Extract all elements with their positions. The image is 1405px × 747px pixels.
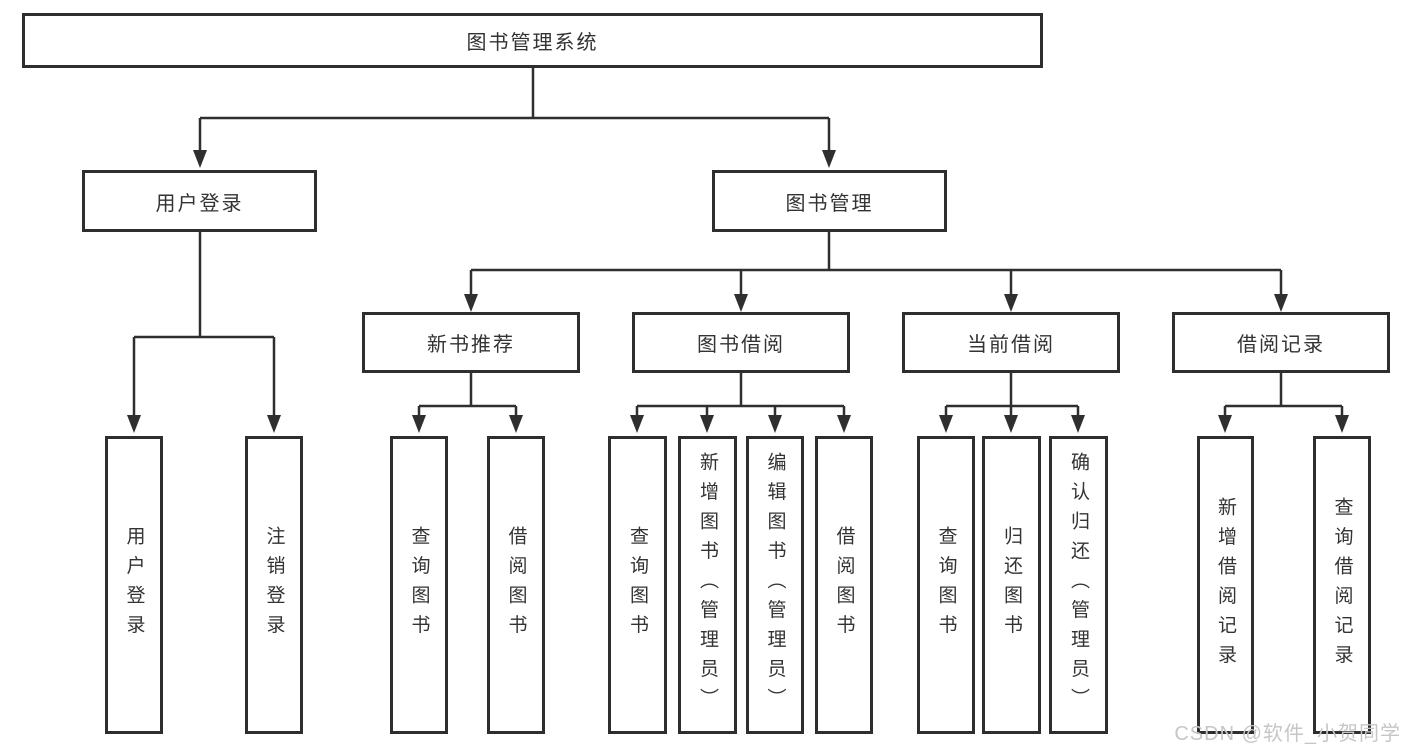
node-new-book-recommend: 新书推荐 — [362, 312, 580, 373]
node-book-borrow: 图书借阅 — [632, 312, 850, 373]
leaf-borrow-add-books: 新增图书（管理员） — [678, 436, 737, 734]
leaf-label: 借阅图书 — [505, 526, 527, 644]
leaf-current-return-books: 归还图书 — [982, 436, 1041, 734]
leaf-label: 查询图书 — [627, 526, 648, 644]
leaf-records-add-record: 新增借阅记录 — [1197, 436, 1254, 734]
node-label: 借阅记录 — [1237, 334, 1325, 356]
leaf-logout: 注销登录 — [245, 436, 303, 734]
node-label: 图书管理系统 — [466, 32, 599, 54]
leaf-label: 编辑图书（管理员） — [764, 452, 786, 718]
connector-lines — [132, 68, 1344, 417]
node-borrow-records: 借阅记录 — [1172, 312, 1390, 373]
leaf-records-query-record: 查询借阅记录 — [1313, 436, 1371, 734]
leaf-label: 新增借阅记录 — [1215, 496, 1236, 674]
node-current-borrow: 当前借阅 — [902, 312, 1120, 373]
node-book-management: 图书管理 — [712, 170, 947, 232]
leaf-label: 用户登录 — [123, 526, 145, 644]
node-label: 图书借阅 — [697, 334, 785, 356]
leaf-label: 确认归还（管理员） — [1068, 452, 1089, 718]
leaf-label: 查询图书 — [408, 526, 430, 644]
leaf-borrow-edit-books: 编辑图书（管理员） — [746, 436, 804, 734]
leaf-label: 注销登录 — [263, 526, 285, 644]
csdn-watermark: CSDN @软件_小贺同学 — [1174, 723, 1401, 745]
leaf-newbooks-borrow-books: 借阅图书 — [487, 436, 545, 734]
leaf-label: 查询图书 — [935, 526, 957, 644]
leaf-label: 新增图书（管理员） — [697, 452, 718, 718]
node-label: 当前借阅 — [967, 334, 1055, 356]
arrowhead-icons — [127, 150, 1349, 433]
leaf-current-confirm-return: 确认归还（管理员） — [1049, 436, 1108, 734]
leaf-borrow-borrow-books: 借阅图书 — [815, 436, 873, 734]
node-label: 新书推荐 — [427, 334, 515, 356]
leaf-current-query-books: 查询图书 — [917, 436, 975, 734]
leaf-user-login: 用户登录 — [105, 436, 163, 734]
leaf-label: 归还图书 — [1001, 526, 1022, 644]
node-user-login: 用户登录 — [82, 170, 317, 232]
node-label: 用户登录 — [155, 192, 244, 215]
leaf-borrow-query-books: 查询图书 — [608, 436, 667, 734]
leaf-newbooks-query-books: 查询图书 — [390, 436, 448, 734]
leaf-label: 查询借阅记录 — [1331, 496, 1353, 674]
node-library-system: 图书管理系统 — [22, 13, 1043, 68]
node-label: 图书管理 — [785, 192, 874, 215]
leaf-label: 借阅图书 — [833, 526, 855, 644]
